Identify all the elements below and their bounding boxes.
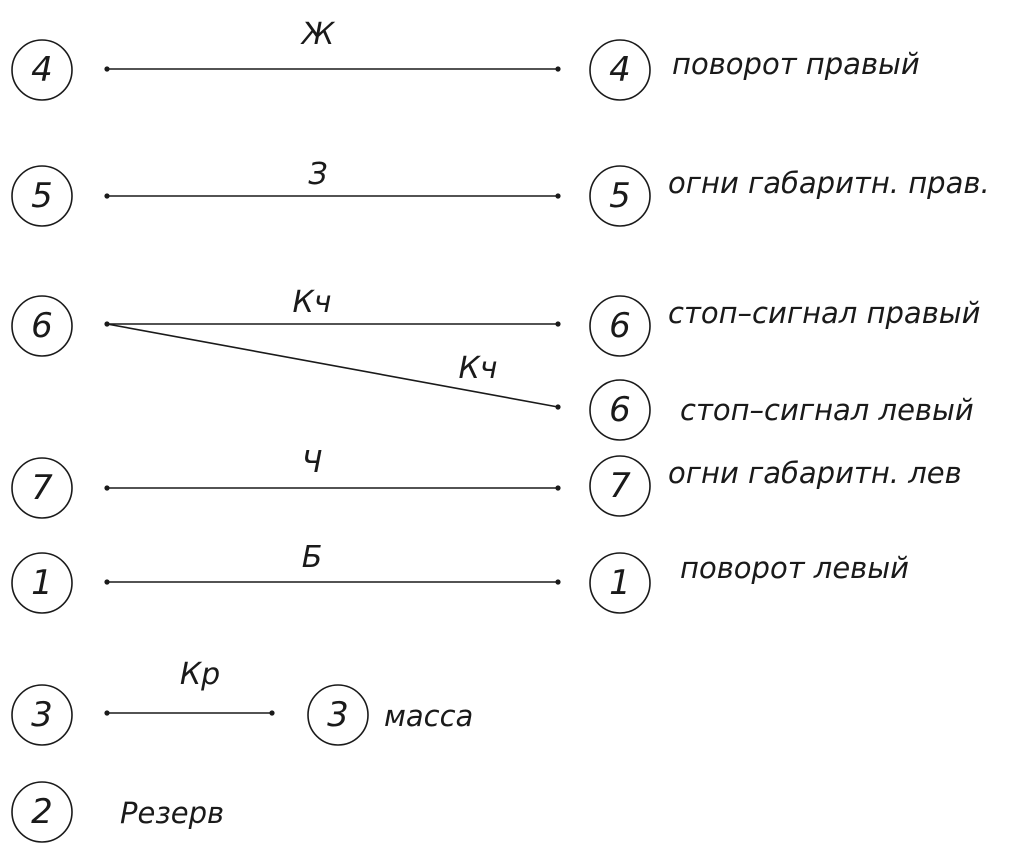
wire-color-label: З <box>308 157 327 192</box>
right-pin-number: 4 <box>609 50 631 90</box>
connection-row-1: 1 Б 1 поворот левый <box>11 540 909 614</box>
wire-start-dot <box>104 321 110 327</box>
wire-branch-end-dot <box>555 404 561 410</box>
right-pin-number: 6 <box>609 306 631 346</box>
right-pin-circle <box>589 295 651 357</box>
wire-end-dot <box>269 710 275 716</box>
right-pin-circle <box>307 684 369 746</box>
wire-end-dot <box>555 321 561 327</box>
right-pin-number-branch: 6 <box>609 390 631 430</box>
function-label: поворот правый <box>672 47 920 81</box>
wire-line-branch <box>106 323 559 408</box>
connection-row-3: 3 Кр 3 масса <box>11 657 473 746</box>
wire-end-dot <box>555 193 561 199</box>
connection-row-4: 4 Ж 4 поворот правый <box>11 17 920 101</box>
left-pin-circle <box>11 295 73 357</box>
function-label: Резерв <box>120 796 224 830</box>
wire-end-dot <box>555 579 561 585</box>
connection-row-6: 6 Кч Кч 6 стоп–сигнал правый 6 стоп–сигн… <box>11 285 981 441</box>
function-label: огни габаритн. лев <box>668 456 962 490</box>
connection-row-5: 5 З 5 огни габаритн. прав. <box>11 157 990 227</box>
wire-color-label: Кр <box>180 657 220 692</box>
right-pin-circle <box>589 165 651 227</box>
left-pin-number: 6 <box>31 306 53 346</box>
right-pin-circle <box>589 455 651 517</box>
function-label: масса <box>384 699 473 733</box>
wire-start-dot <box>104 579 110 585</box>
wire-color-label: Ж <box>300 17 336 52</box>
wire-color-label: Кч <box>292 285 331 320</box>
function-label: стоп–сигнал правый <box>668 296 981 330</box>
left-pin-number: 7 <box>31 468 53 508</box>
left-pin-circle <box>11 39 73 101</box>
wire-start-dot <box>104 193 110 199</box>
right-pin-circle-branch <box>589 379 651 441</box>
left-pin-number: 4 <box>31 50 53 90</box>
left-pin-circle <box>11 781 73 843</box>
wire-end-dot <box>555 485 561 491</box>
function-label: поворот левый <box>680 551 909 585</box>
right-pin-number: 7 <box>609 466 631 506</box>
wire-start-dot <box>104 485 110 491</box>
wire-start-dot <box>104 66 110 72</box>
right-pin-circle <box>589 552 651 614</box>
wire-color-label: Ч <box>302 445 323 480</box>
right-pin-circle <box>589 39 651 101</box>
left-pin-number: 2 <box>31 792 53 832</box>
wire-branch-color-label: Кч <box>458 351 497 386</box>
left-pin-circle <box>11 165 73 227</box>
connection-row-7: 7 Ч 7 огни габаритн. лев <box>11 445 962 519</box>
left-pin-circle <box>11 552 73 614</box>
wire-start-dot <box>104 710 110 716</box>
left-pin-number: 5 <box>31 176 53 216</box>
left-pin-circle <box>11 457 73 519</box>
function-label: огни габаритн. прав. <box>668 166 990 200</box>
right-pin-number: 5 <box>609 176 631 216</box>
connection-row-2: 2 Резерв <box>11 781 224 843</box>
wire-end-dot <box>555 66 561 72</box>
wire-color-label: Б <box>302 540 323 575</box>
left-pin-number: 3 <box>31 695 53 735</box>
left-pin-circle <box>11 684 73 746</box>
right-pin-number: 1 <box>609 563 631 603</box>
function-label-branch: стоп–сигнал левый <box>680 393 974 427</box>
right-pin-number: 3 <box>327 695 349 735</box>
left-pin-number: 1 <box>31 563 53 603</box>
